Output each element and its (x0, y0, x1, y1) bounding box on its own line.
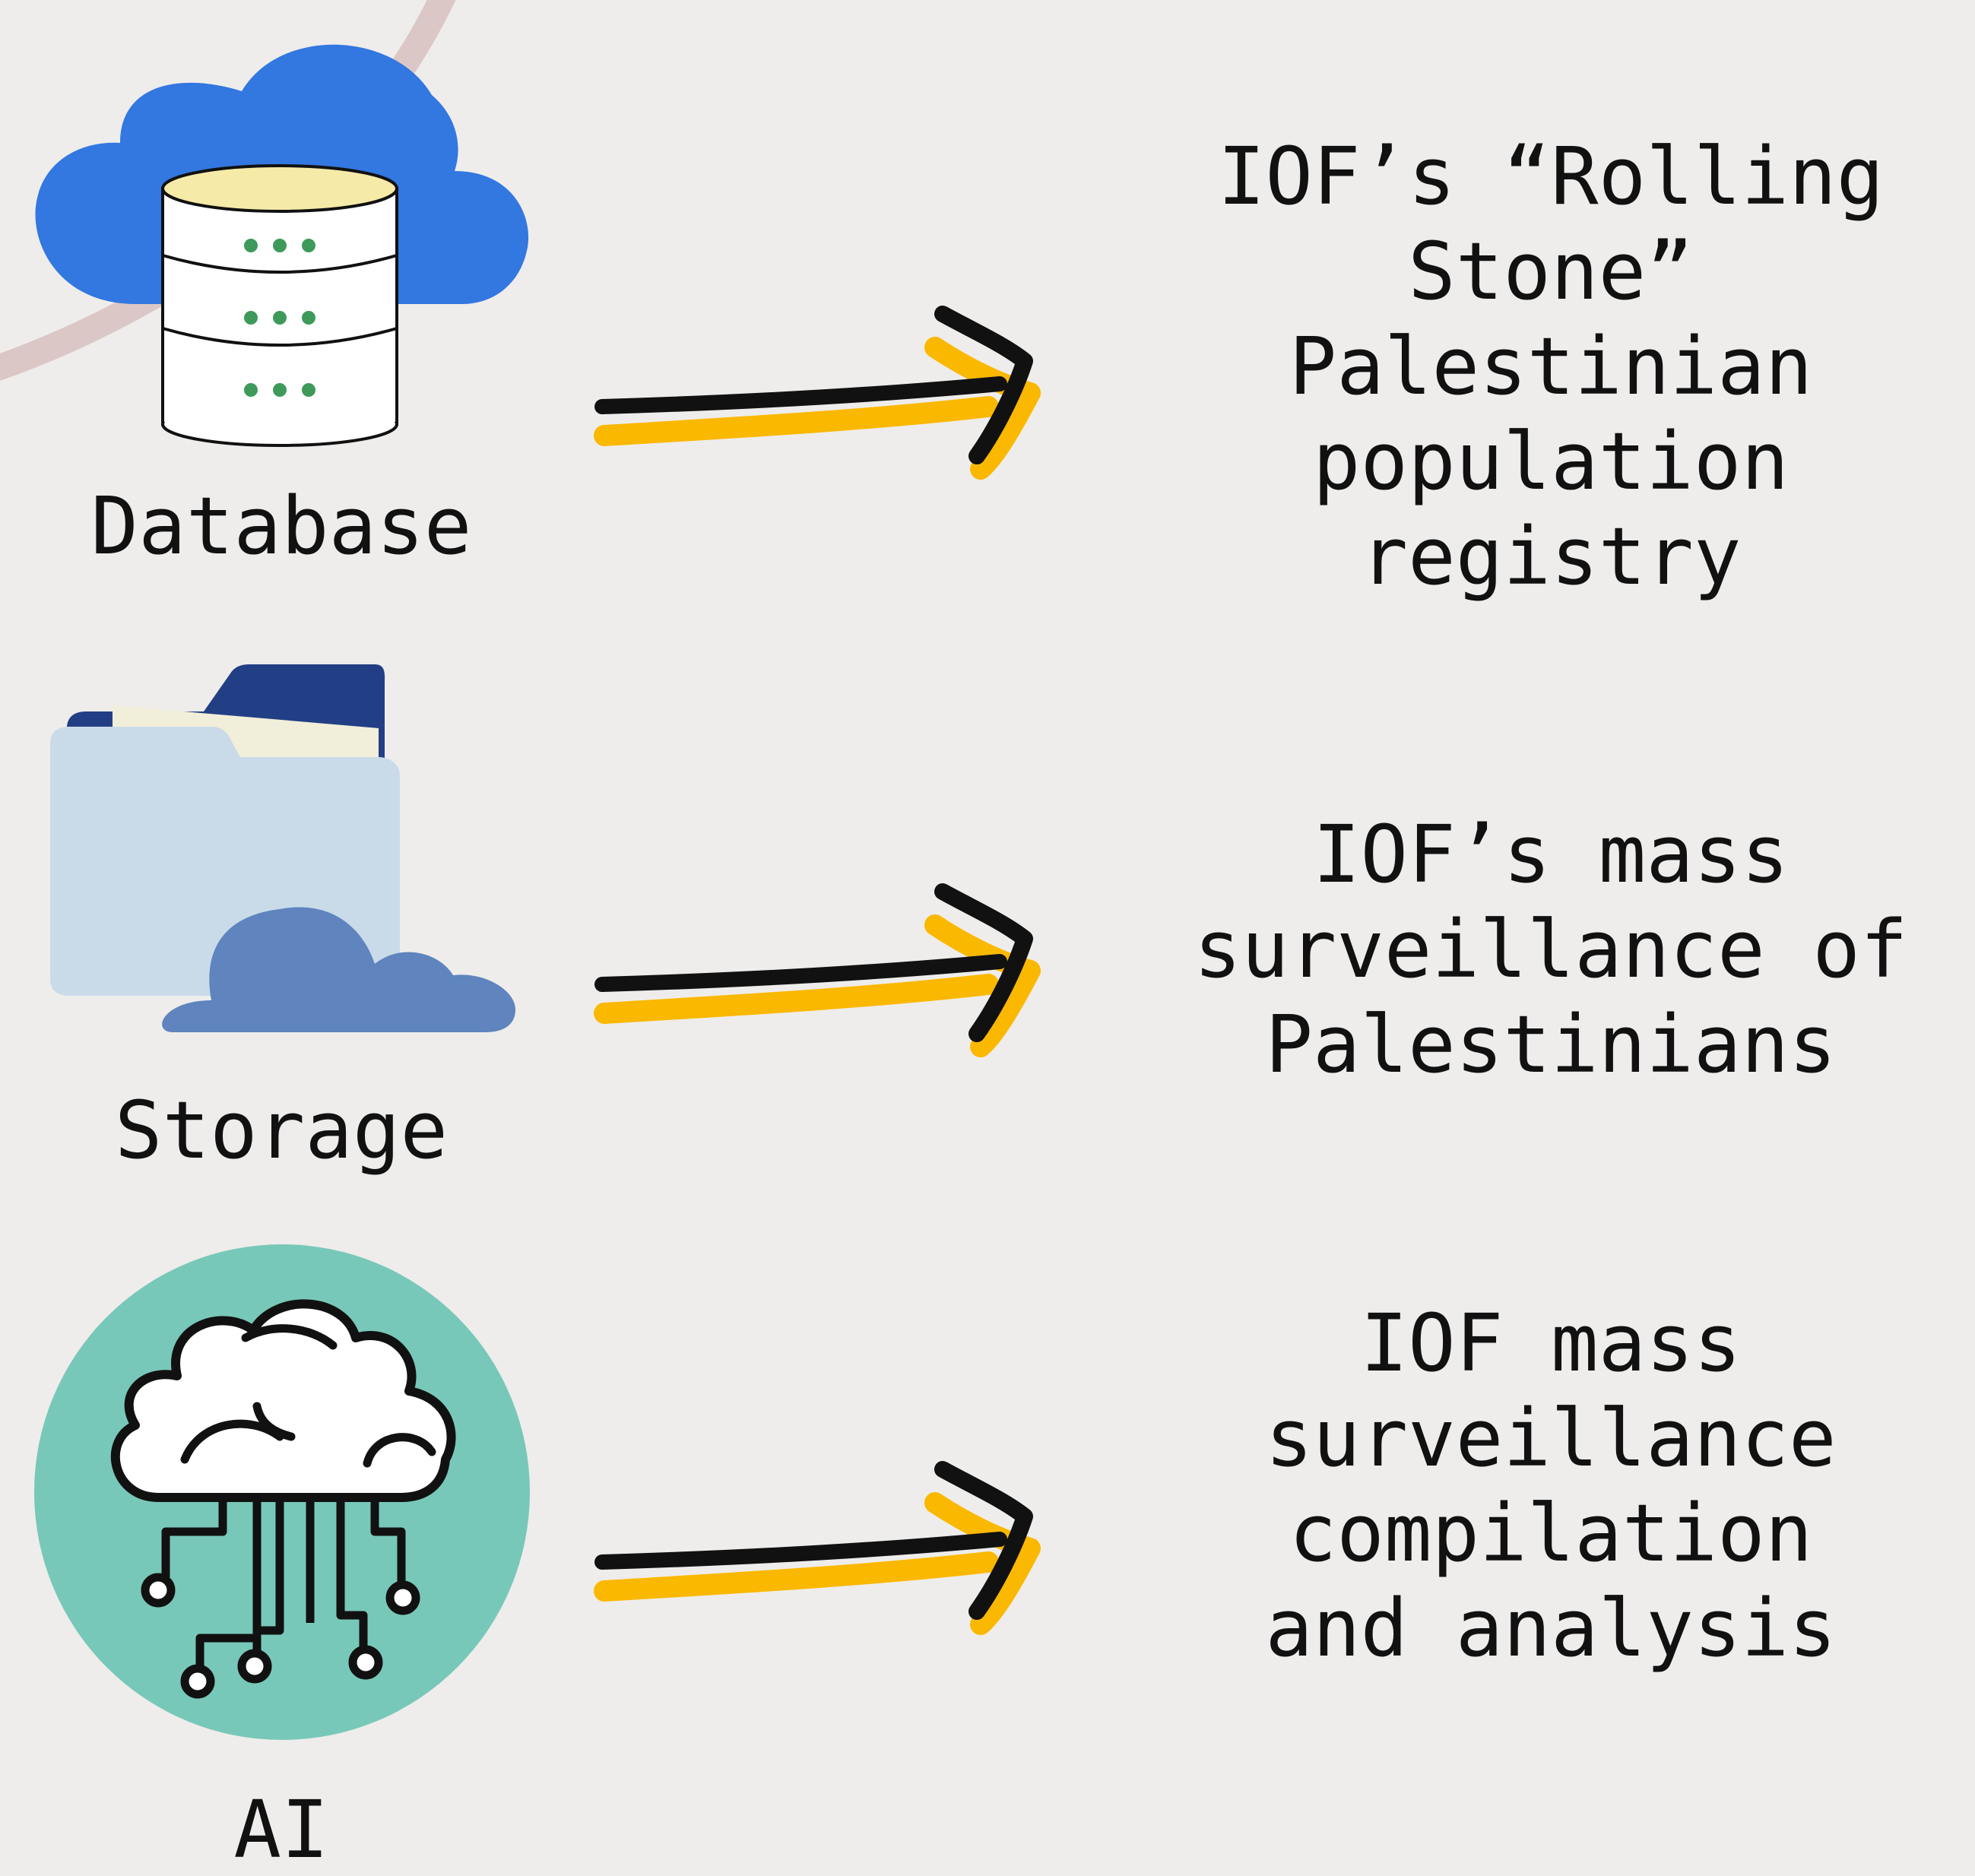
description-line: compilation (1289, 1487, 1813, 1580)
ai-cloud-circuit-icon (34, 1244, 530, 1740)
description-line: Palestinian (1289, 320, 1813, 413)
arrow-icon (594, 1461, 1041, 1635)
description-line: IOF’s “Rolling (1217, 130, 1885, 223)
description-line: Palestinians (1265, 998, 1837, 1091)
description-line: surveillance (1265, 1392, 1837, 1485)
ai-description: IOF mass surveillance compilation and an… (1148, 1296, 1954, 1676)
database-description: IOF’s “Rolling Stone” Palestinian popula… (1148, 129, 1954, 604)
description-line: Stone” (1408, 225, 1694, 318)
description-line: IOF mass (1360, 1297, 1742, 1390)
database-label: Database (90, 480, 472, 572)
cloud-folder-storage-icon (50, 664, 515, 1032)
arrow-icon (594, 306, 1041, 480)
description-line: IOF’s mass (1312, 808, 1790, 901)
arrow-icon (594, 883, 1041, 1057)
description-line: and analysis (1265, 1582, 1837, 1675)
cloud-database-icon (35, 44, 529, 447)
storage-label: Storage (114, 1084, 449, 1177)
description-line: surveillance of (1194, 903, 1908, 996)
storage-description: IOF’s mass surveillance of Palestinians (1148, 807, 1954, 1092)
description-line: population (1312, 415, 1790, 508)
description-line: registry (1360, 510, 1742, 603)
ai-label: AI (233, 1783, 329, 1876)
